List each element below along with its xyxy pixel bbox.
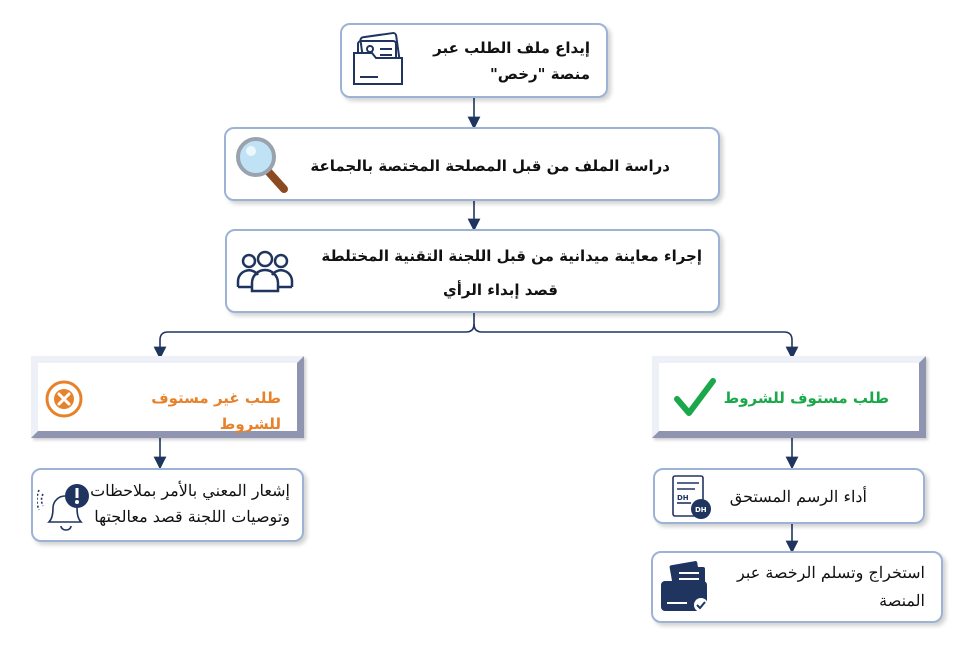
fee-text: أداء الرسم المستحق <box>729 487 867 506</box>
x-circle-icon <box>45 380 83 418</box>
submit-text: إيداع ملف الطلب عبر منصة "رخص" <box>433 39 590 83</box>
rejected-label: طلب غير مستوف للشروط <box>151 389 281 433</box>
group-icon <box>236 250 294 293</box>
inspection-line2: قصد إبداء الرأي <box>443 281 558 299</box>
step-study: دراسة الملف من قبل المصلحة المختصة بالجم… <box>224 127 720 201</box>
license-text: استخراج وتسلم الرخصة عبر المنصة <box>737 563 925 610</box>
inspection-line1: إجراء معاينة ميدانية من قبل اللجنة التقن… <box>321 247 702 265</box>
accepted-fee: DH DH أداء الرسم المستحق <box>653 468 925 524</box>
license-card-icon <box>661 561 708 612</box>
accepted-license: استخراج وتسلم الرخصة عبر المنصة <box>651 551 943 623</box>
branch-rejected: طلب غير مستوف للشروط <box>31 356 304 438</box>
svg-text:DH: DH <box>695 506 707 514</box>
bell-alert-icon <box>37 484 89 531</box>
study-text: دراسة الملف من قبل المصلحة المختصة بالجم… <box>310 157 670 175</box>
receipt-icon: DH DH <box>672 475 711 519</box>
step-submit: إيداع ملف الطلب عبر منصة "رخص" <box>340 23 608 98</box>
checkmark-icon <box>674 378 716 416</box>
rejected-action: إشعار المعني بالأمر بملاحظات وتوصيات الل… <box>31 468 304 542</box>
documents-icon <box>353 32 403 85</box>
magnifier-icon <box>236 137 288 193</box>
branch-accepted: طلب مستوف للشروط <box>652 356 926 438</box>
svg-text:DH: DH <box>677 494 689 502</box>
accepted-label: طلب مستوف للشروط <box>723 389 889 407</box>
step-inspection: إجراء معاينة ميدانية من قبل اللجنة التقن… <box>225 229 720 313</box>
rejected-action-text: إشعار المعني بالأمر بملاحظات وتوصيات الل… <box>90 481 290 526</box>
